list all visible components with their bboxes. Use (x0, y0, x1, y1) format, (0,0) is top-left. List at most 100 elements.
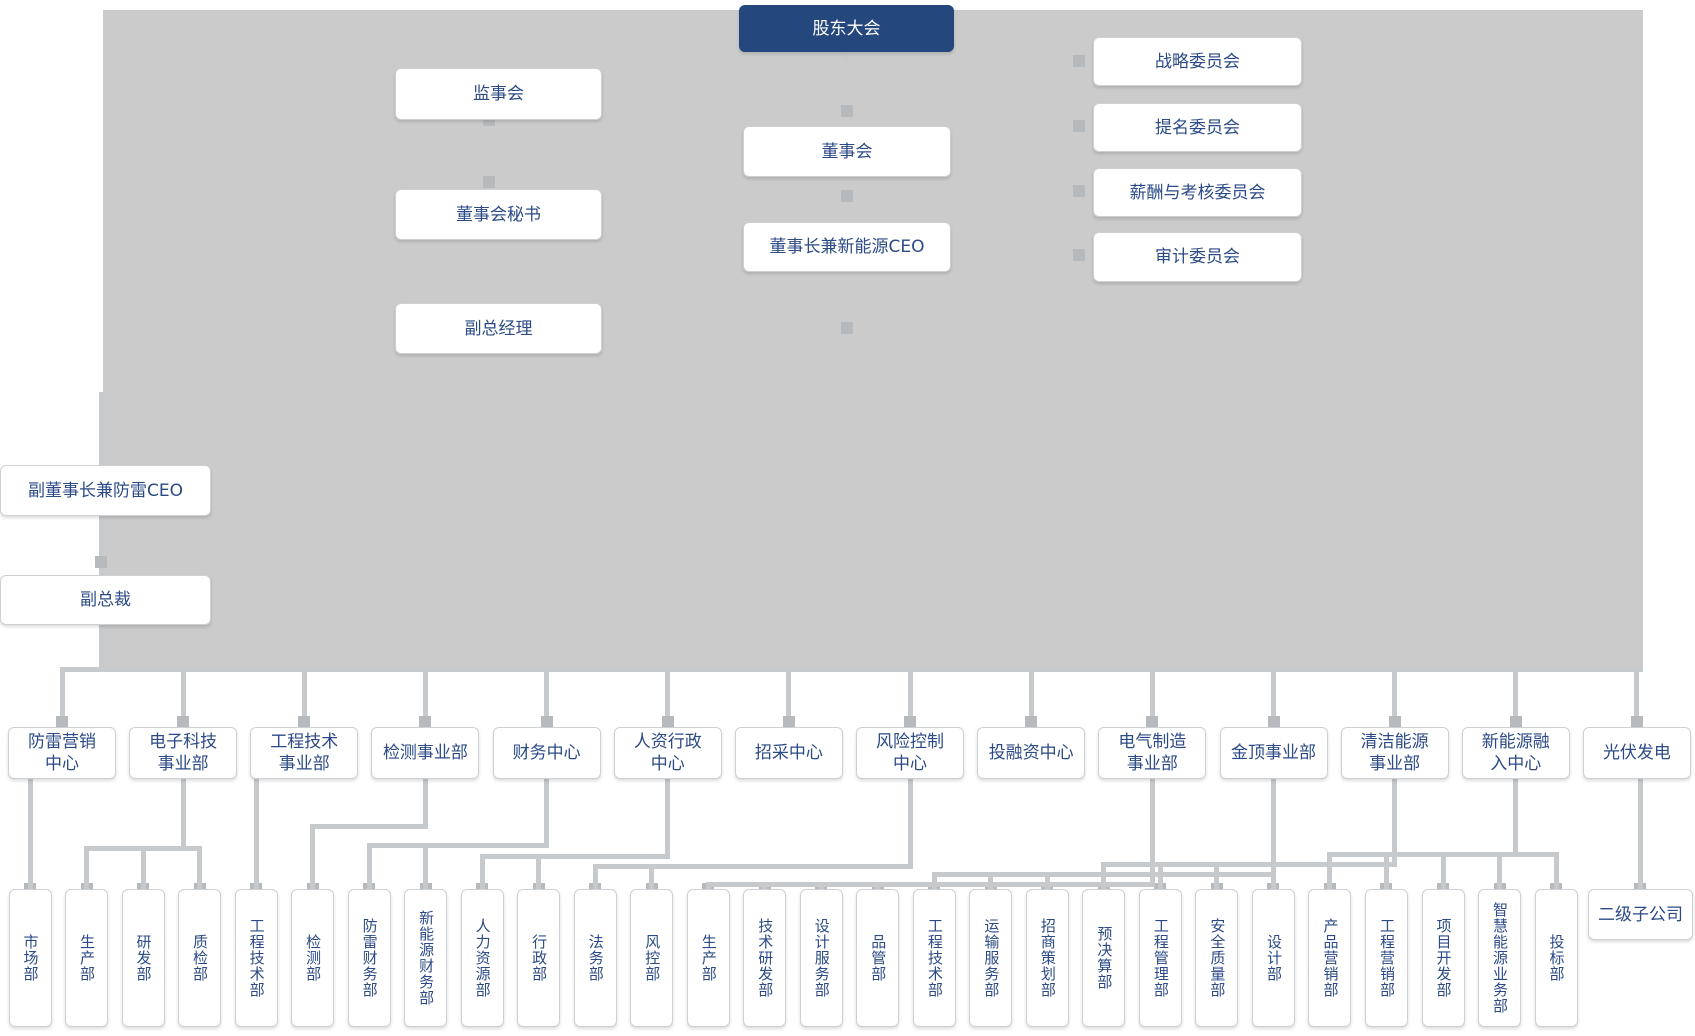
org-node-vice-president: 副总裁 (0, 575, 211, 625)
connector-line (479, 854, 485, 889)
org-node-dept: 新能源财务部 (404, 889, 448, 1027)
connector-line (665, 779, 671, 854)
org-node-dept: 安全质量部 (1195, 889, 1239, 1027)
connector-line (592, 864, 598, 889)
org-node-mid: 清洁能源 事业部 (1340, 727, 1449, 779)
org-node-dept: 项目开发部 (1421, 889, 1465, 1027)
org-node-dept: 人力资源部 (460, 889, 504, 1027)
connector-square (841, 190, 853, 202)
connector-square (841, 105, 853, 117)
org-node-mid: 检测事业部 (371, 727, 480, 779)
org-node-mid: 风险控制 中心 (856, 727, 965, 779)
connector-line (1440, 852, 1446, 889)
connector-line (1497, 852, 1503, 889)
org-node-board: 董事会 (743, 126, 951, 177)
org-node-dept: 工程营销部 (1364, 889, 1408, 1027)
connector-line (180, 779, 186, 846)
connector-line (27, 779, 33, 889)
connector-line (544, 670, 550, 723)
connector-line (366, 843, 372, 889)
connector-square (1073, 185, 1085, 197)
org-node-mid: 财务中心 (492, 727, 601, 779)
org-node-mid: 光伏发电 (1582, 727, 1691, 779)
connector-line (1513, 779, 1519, 852)
org-node-dept: 预决算部 (1082, 889, 1126, 1027)
connector-line (665, 670, 671, 723)
connector-line (705, 882, 711, 889)
connector-line (180, 670, 186, 723)
connector-line (197, 846, 203, 889)
org-node-dept: 运输服务部 (969, 889, 1013, 1027)
connector-line (423, 843, 429, 889)
connector-line (1392, 779, 1398, 862)
connector-line (84, 846, 90, 889)
connector-line (1327, 852, 1333, 889)
org-node-dept: 设计服务部 (799, 889, 843, 1027)
org-node-mid: 电气制造 事业部 (1098, 727, 1207, 779)
connector-square (540, 716, 553, 728)
connector-line (818, 882, 824, 889)
org-node-dept: 法务部 (573, 889, 617, 1027)
connector-line (536, 854, 542, 889)
chart-gray-background (103, 10, 1643, 668)
org-node-vice-chairman-lightning-ceo: 副董事长兼防雷CEO (0, 465, 211, 516)
org-node-mid: 金顶事业部 (1219, 727, 1328, 779)
org-node-dept: 研发部 (121, 889, 165, 1027)
connector-line (1028, 670, 1034, 723)
org-node-dept: 投标部 (1534, 889, 1578, 1027)
connector-line (1634, 670, 1640, 723)
connector-line (931, 872, 937, 889)
main-rail-line (60, 667, 1643, 672)
connector-line (907, 670, 913, 723)
org-node-mid: 投融资中心 (977, 727, 1086, 779)
org-node-chairman-new-energy-ceo: 董事长兼新能源CEO (743, 222, 951, 272)
connector-line (310, 824, 428, 829)
connector-line (422, 670, 428, 723)
connector-square (841, 322, 853, 334)
connector-square (177, 716, 190, 728)
org-node-dept: 检测部 (291, 889, 335, 1027)
connector-line (1392, 670, 1398, 723)
connector-square (1073, 120, 1085, 132)
org-node-mid: 工程技术 事业部 (250, 727, 359, 779)
org-node-dept: 工程技术部 (234, 889, 278, 1027)
connector-line (1637, 779, 1643, 889)
connector-stub (843, 52, 848, 61)
connector-line (592, 864, 913, 869)
connector-line (786, 670, 792, 723)
connector-square (56, 716, 68, 728)
connector-line (1383, 852, 1389, 889)
connector-line (544, 779, 550, 843)
org-node-audit-committee: 审计委员会 (1093, 232, 1302, 282)
connector-line (705, 882, 1155, 887)
connector-square (1267, 716, 1280, 728)
org-node-dept: 行政部 (517, 889, 561, 1027)
connector-line (301, 670, 307, 723)
connector-line (875, 882, 881, 889)
connector-line (1271, 670, 1276, 723)
connector-line (1270, 862, 1276, 889)
org-node-dept: 工程技术部 (912, 889, 956, 1027)
org-node-dept: 技术研发部 (743, 889, 787, 1027)
org-node-dept: 产品营销部 (1308, 889, 1352, 1027)
connector-line (762, 882, 768, 889)
org-node-dept: 生产部 (686, 889, 730, 1027)
connector-line (140, 846, 146, 889)
connector-line (1553, 852, 1559, 889)
connector-square (904, 716, 917, 728)
org-node-board-secretary: 董事会秘书 (395, 189, 602, 240)
connector-line (253, 779, 259, 889)
connector-line (310, 824, 316, 889)
org-node-mid: 招采中心 (734, 727, 843, 779)
org-node-subsidiary: 二级子公司 (1588, 889, 1693, 940)
connector-line (99, 625, 104, 670)
connector-line (1101, 862, 1107, 889)
connector-square (1388, 716, 1401, 728)
connector-line (1214, 862, 1220, 889)
connector-square (95, 556, 107, 568)
org-node-supervisory-board: 监事会 (395, 68, 602, 120)
connector-line (1271, 779, 1276, 872)
org-node-dept: 品管部 (856, 889, 900, 1027)
org-node-mid: 新能源融 入中心 (1461, 727, 1570, 779)
